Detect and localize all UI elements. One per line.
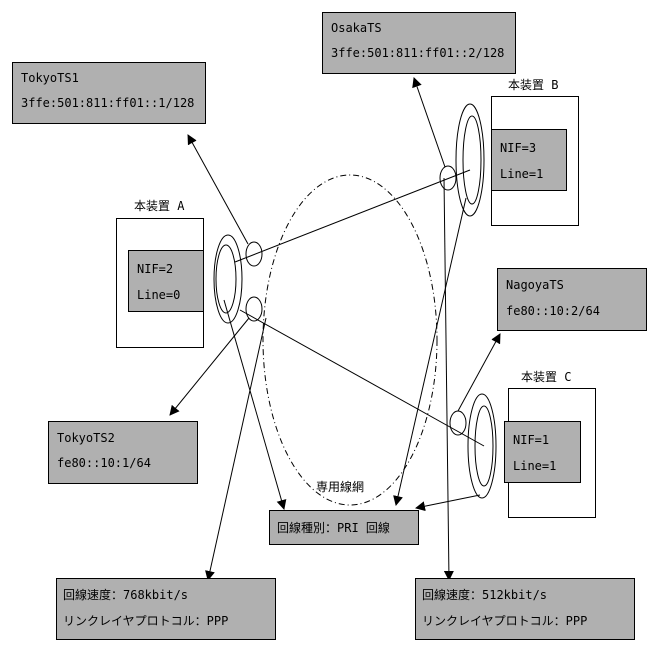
nagoyats-address: fe80::10:2/64: [506, 304, 600, 318]
osakats-box: OsakaTS 3ffe:501:811:ff01::2/128: [322, 12, 516, 74]
device-c-nif-value: NIF=1: [513, 433, 550, 447]
network-type-box: 回線種別：PRI 回線: [269, 510, 419, 545]
osakats-address: 3ffe:501:811:ff01::2/128: [331, 46, 505, 60]
device-a-interface-inner: [215, 244, 237, 314]
line-a-info-box: 回線速度：768kbit/s リンクレイヤプロトコル：PPP: [56, 578, 276, 640]
device-a-nif: NIF=2 Line=0: [128, 250, 204, 312]
device-a-interface-outer: [213, 234, 243, 324]
device-c-interface-inner: [474, 405, 494, 487]
device-a-port-upper: [245, 241, 263, 267]
tokyots2-address: fe80::10:1/64: [57, 456, 151, 470]
line-a-protocol: リンクレイヤプロトコル：PPP: [63, 614, 229, 628]
link-a-to-c: [239, 309, 485, 447]
device-b-line-value: Line=1: [500, 167, 544, 181]
arrow-to-line-a: [205, 317, 267, 581]
nagoyats-name: NagoyaTS: [506, 278, 564, 292]
device-b-interface-inner: [462, 115, 482, 205]
device-b-nif: NIF=3 Line=1: [491, 129, 567, 191]
arrow-to-nagoyats: [457, 333, 501, 412]
tokyots1-name: TokyoTS1: [21, 71, 79, 85]
link-a-to-b: [234, 169, 471, 263]
arrow-a-to-network: [223, 299, 287, 510]
device-b-interface-outer: [455, 103, 485, 217]
line-b-speed: 回線速度：512kbit/s: [422, 588, 548, 602]
arrow-to-line-b: [443, 177, 454, 581]
device-b-port: [439, 165, 457, 191]
device-b-nif-value: NIF=3: [500, 141, 537, 155]
arrow-to-osakats: [412, 77, 446, 168]
arrow-b-to-network: [393, 197, 467, 506]
network-cloud: [262, 174, 438, 506]
device-a-label: 本装置 A: [134, 199, 185, 213]
line-a-speed: 回線速度：768kbit/s: [63, 588, 189, 602]
device-c-label: 本装置 C: [521, 370, 572, 384]
network-label: 専用線網: [316, 480, 365, 494]
arrow-to-tokyots1: [187, 134, 249, 245]
osakats-name: OsakaTS: [331, 21, 382, 35]
device-a-line-value: Line=0: [137, 288, 181, 302]
device-c-interface-outer: [467, 393, 497, 499]
tokyots2-box: TokyoTS2 fe80::10:1/64: [48, 421, 198, 484]
device-a-nif-value: NIF=2: [137, 262, 174, 276]
device-c-nif: NIF=1 Line=1: [504, 421, 581, 483]
nagoyats-box: NagoyaTS fe80::10:2/64: [497, 268, 647, 331]
network-type: 回線種別：PRI 回線: [277, 521, 390, 535]
line-b-protocol: リンクレイヤプロトコル：PPP: [422, 614, 588, 628]
tokyots1-address: 3ffe:501:811:ff01::1/128: [21, 96, 195, 110]
tokyots2-name: TokyoTS2: [57, 431, 115, 445]
device-c-line-value: Line=1: [513, 459, 557, 473]
arrow-to-tokyots2: [169, 317, 250, 416]
line-b-info-box: 回線速度：512kbit/s リンクレイヤプロトコル：PPP: [415, 578, 635, 640]
tokyots1-box: TokyoTS1 3ffe:501:811:ff01::1/128: [12, 62, 206, 124]
device-b-label: 本装置 B: [508, 78, 559, 92]
device-a-port-lower: [245, 296, 263, 322]
